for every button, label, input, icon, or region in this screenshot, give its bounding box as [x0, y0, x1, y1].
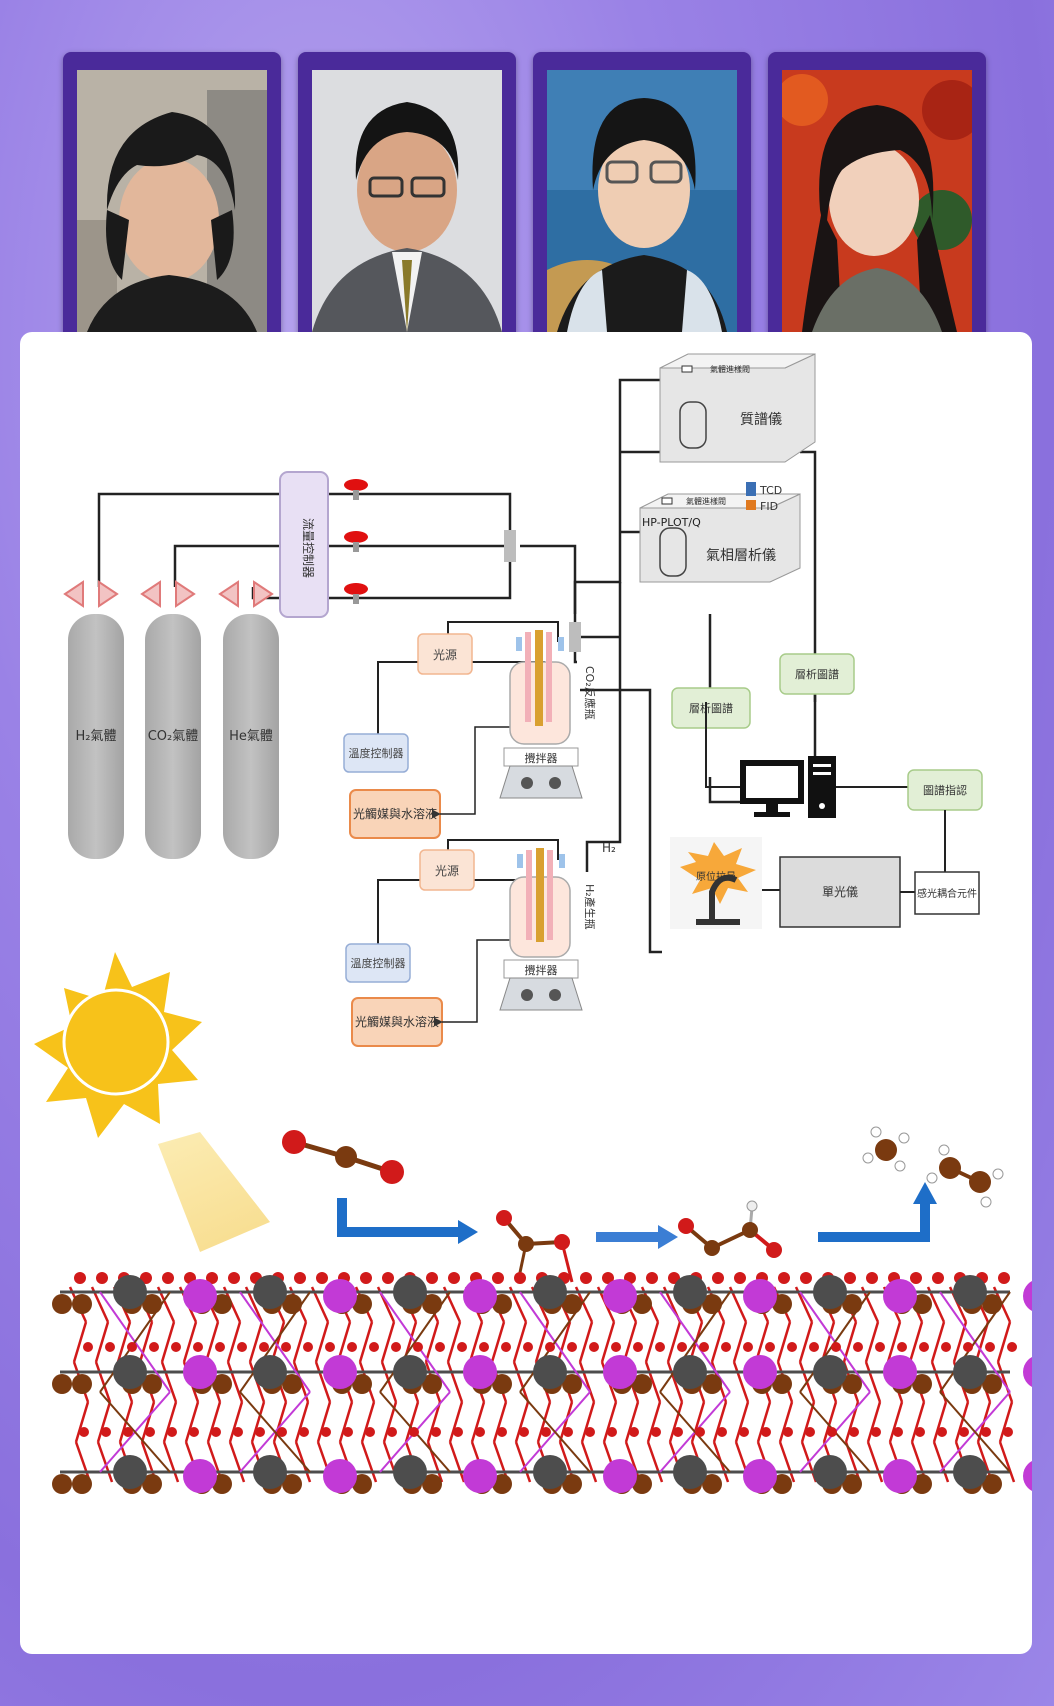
h2-generator-setup: 光源 溫度控制器 光觸媒與水溶液 H₂產生瓶 攪拌器	[345, 839, 597, 1047]
flow-controller: 流量控制器	[279, 471, 329, 618]
portrait-3	[547, 70, 737, 332]
tcd-label: TCD	[759, 484, 782, 497]
temp-controller-label-2: 溫度控制器	[351, 956, 406, 970]
portrait-frame-3	[533, 52, 751, 348]
co2-gas-label: CO₂氣體	[148, 729, 199, 744]
co2-reactor-label: CO₂反應瓶	[583, 666, 597, 720]
ccd-label: 感光耦合元件	[917, 887, 977, 900]
in-situ-raman: 原位拉曼	[670, 837, 762, 929]
fid-label: FID	[760, 500, 778, 513]
catalyst-solution-label-1: 光觸媒與水溶液	[353, 806, 437, 821]
chromatogram-box-2	[671, 687, 751, 729]
reaction-arrow-3	[818, 1202, 930, 1242]
ethane-molecule	[926, 1144, 1004, 1208]
flow-valves	[344, 479, 368, 604]
h2-generator-label: H₂產生瓶	[583, 884, 597, 930]
stirrer-label-2: 攪拌器	[525, 963, 558, 977]
h2-line-label: H₂	[602, 841, 616, 855]
crystal-lattice	[52, 1272, 1054, 1494]
chromatogram-label-1: 層析圖譜	[795, 667, 839, 681]
h2-gas-label: H₂氣體	[76, 729, 117, 744]
temp-controller-label-1: 溫度控制器	[349, 746, 404, 760]
manifold-junction	[504, 530, 516, 562]
portrait-frame-1	[63, 52, 281, 348]
intermediate-1	[496, 1210, 574, 1283]
light-source-label-2: 光源	[435, 864, 459, 878]
methane-molecule	[862, 1126, 910, 1172]
sun-icon	[34, 952, 202, 1138]
gas-cylinder-he: He氣體	[218, 580, 279, 859]
gas-valve-label-1: 氣體進樣閥	[710, 364, 750, 374]
portrait-4	[782, 70, 972, 332]
stirrer-label-1: 攪拌器	[525, 751, 558, 765]
monochromator-label: 單光儀	[822, 885, 858, 899]
reaction-arrow-1	[337, 1198, 460, 1237]
intermediate-2	[678, 1200, 782, 1258]
mass-spec-label: 質譜儀	[740, 412, 782, 428]
chromatogram-box-1	[779, 653, 855, 695]
content-panel: H₂氣體 CO₂氣體 He氣體 流量控制器 光源 溫度控制器 光觸媒與水溶液	[20, 332, 1054, 1654]
gas-chromatograph: 氣體進樣閥 TCD FID HP-PLOT/Q 氣相層析儀	[639, 482, 801, 583]
portrait-frame-2	[298, 52, 516, 348]
portrait-frame-4	[768, 52, 986, 348]
column-label: HP-PLOT/Q	[642, 516, 701, 529]
chromatogram-label-2: 層析圖譜	[689, 701, 733, 715]
gas-chromatograph-label: 氣相層析儀	[706, 548, 776, 564]
gas-cylinder-co2: CO₂氣體	[140, 580, 201, 859]
portrait-1	[77, 70, 267, 332]
he-gas-label: He氣體	[229, 729, 273, 744]
flow-controller-label: 流量控制器	[301, 518, 315, 578]
gas-cylinder-h2: H₂氣體	[63, 580, 124, 859]
co2-molecule	[282, 1130, 404, 1184]
mass-spectrometer: 氣體進樣閥 質譜儀	[659, 353, 816, 463]
diagram-canvas: H₂氣體 CO₂氣體 He氣體 流量控制器 光源 溫度控制器 光觸媒與水溶液	[34, 353, 1054, 1494]
catalyst-solution-label-2: 光觸媒與水溶液	[355, 1014, 439, 1029]
manifold-junction-2	[569, 622, 581, 652]
light-source-label-1: 光源	[433, 648, 457, 662]
light-beam	[158, 1132, 270, 1252]
gas-valve-label-2: 氣體進樣閥	[686, 496, 726, 506]
in-situ-raman-label: 原位拉曼	[696, 870, 736, 883]
ccd-box	[914, 871, 980, 915]
portrait-2	[312, 70, 502, 332]
computer-icon	[705, 702, 908, 818]
spectrum-analysis-label: 圖譜指認	[923, 783, 967, 797]
co2-reactor-setup: 光源 溫度控制器 光觸媒與水溶液 CO₂反應瓶 攪拌器	[343, 621, 597, 839]
